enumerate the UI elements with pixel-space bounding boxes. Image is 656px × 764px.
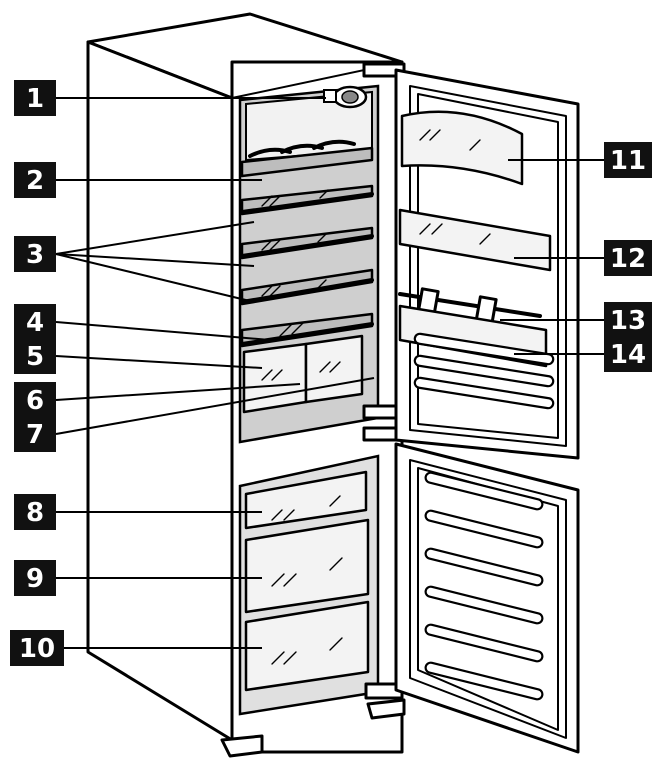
fridge-compartment [238, 84, 380, 444]
label-text: 12 [610, 244, 646, 274]
label-text: 1 [26, 84, 44, 114]
label-badge [10, 630, 64, 666]
label-2: 2 [14, 162, 56, 198]
leader-lines [55, 97, 608, 649]
label-6: 6 [14, 382, 56, 418]
crisper-drawers [242, 334, 364, 414]
label-text: 8 [26, 498, 44, 528]
label-badge [604, 142, 652, 178]
bottle-rack [240, 139, 374, 178]
label-13: 13 [604, 302, 652, 338]
leader-3a [55, 221, 255, 255]
label-text: 7 [26, 420, 44, 450]
label-1: 1 [14, 80, 56, 116]
label-badge [14, 304, 56, 340]
crisper-cover-shelf [240, 312, 374, 348]
label-text: 3 [26, 240, 44, 270]
label-3: 3 [14, 236, 56, 272]
label-10: 10 [10, 630, 64, 666]
label-badge [604, 302, 652, 338]
door-shelf [398, 208, 552, 272]
leader-6 [55, 383, 301, 401]
thermostat-light-icon [323, 85, 368, 109]
label-text: 14 [610, 340, 646, 370]
label-5: 5 [14, 338, 56, 374]
label-badge [14, 236, 56, 272]
freezer-drawer-top [244, 470, 368, 530]
fridge-door [362, 62, 580, 460]
label-text: 11 [610, 146, 646, 176]
label-badge [14, 416, 56, 452]
label-text: 10 [19, 634, 55, 664]
glass-shelf-2 [240, 226, 374, 260]
freezer-drawer-bottom [244, 600, 370, 692]
leader-5 [55, 355, 263, 369]
butter-compartment [400, 110, 524, 186]
glass-shelf-1 [240, 184, 374, 216]
leader-7 [55, 377, 375, 435]
freezer-door [364, 442, 580, 754]
label-text: 13 [610, 306, 646, 336]
leader-3c [55, 253, 255, 303]
leader-3b [55, 253, 255, 267]
label-badge [14, 80, 56, 116]
label-text: 9 [26, 564, 44, 594]
label-badge [14, 162, 56, 198]
leader-4 [55, 321, 271, 341]
label-text: 2 [26, 166, 44, 196]
label-badge [14, 338, 56, 374]
label-badge [604, 336, 652, 372]
label-7: 7 [14, 416, 56, 452]
label-9: 9 [14, 560, 56, 596]
label-badge [14, 494, 56, 530]
label-badge [604, 240, 652, 276]
label-text: 6 [26, 386, 44, 416]
freezer-door-ribs [424, 471, 544, 701]
label-12: 12 [604, 240, 652, 276]
label-11: 11 [604, 142, 652, 178]
door-ribs [413, 332, 555, 410]
label-8: 8 [14, 494, 56, 530]
freezer-compartment [238, 454, 380, 716]
label-badge [14, 382, 56, 418]
freezer-drawer-middle [244, 518, 370, 614]
label-text: 5 [26, 342, 44, 372]
label-14: 14 [604, 336, 652, 372]
label-4: 4 [14, 304, 56, 340]
label-text: 4 [26, 308, 44, 338]
label-badge [14, 560, 56, 596]
